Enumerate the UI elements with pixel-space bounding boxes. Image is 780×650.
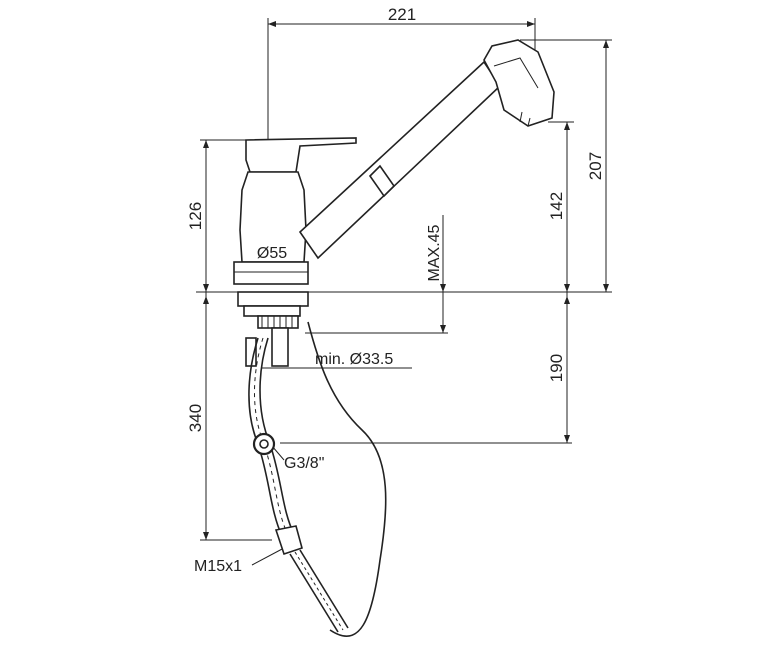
dim-diameter55: Ø55	[257, 245, 287, 262]
dim-207: 207	[586, 152, 605, 180]
dim-142: 142	[547, 192, 566, 220]
dim-126: 126	[186, 202, 205, 230]
dim-max45: MAX.45	[426, 224, 443, 281]
hoses	[248, 321, 387, 637]
dim-190: 190	[547, 354, 566, 382]
spray-head	[483, 39, 555, 127]
dim-min-diameter: min. Ø33.5	[315, 351, 393, 368]
lever-handle	[245, 137, 357, 173]
connection-nut	[252, 432, 276, 456]
dimension-lines	[196, 18, 612, 566]
spout-collar	[368, 164, 396, 198]
supply-pipe	[271, 327, 289, 367]
deck-plate	[237, 291, 309, 307]
pull-out-loop	[307, 321, 387, 637]
dim-221: 221	[388, 5, 416, 24]
label-m15x1: M15x1	[194, 558, 242, 575]
label-g38: G3/8"	[284, 455, 324, 472]
spout-body	[298, 60, 502, 260]
spray-hose	[289, 553, 339, 633]
dimension-labels: 221 207 142 126 MAX.45 Ø55 min. Ø33.5 19…	[186, 5, 605, 575]
mount-nut	[243, 305, 301, 317]
hose-fitting	[274, 525, 303, 556]
dim-340: 340	[186, 404, 205, 432]
dimension-arrows	[203, 21, 609, 540]
spray-head-detail	[493, 57, 539, 127]
faucet-body	[233, 39, 555, 367]
base-flange	[233, 261, 309, 285]
